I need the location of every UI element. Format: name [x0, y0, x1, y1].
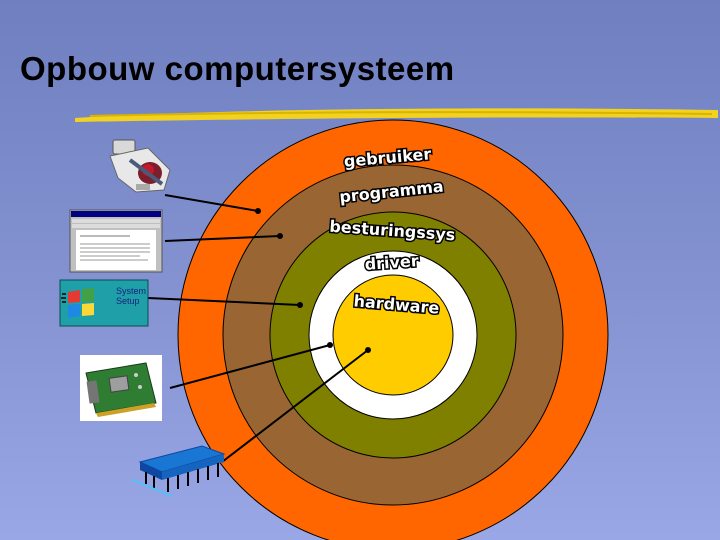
connector-program	[164, 233, 283, 242]
label-driver: driver	[364, 251, 419, 274]
connector-os	[147, 297, 303, 308]
page-title: Opbouw computersysteem	[20, 50, 455, 87]
ring-hardware	[332, 274, 454, 396]
setup-text-line1: System	[116, 286, 146, 296]
title-underline	[75, 108, 718, 122]
program-window-icon	[69, 209, 163, 273]
windows-setup-icon: System Setup	[59, 279, 149, 327]
connector-driver	[169, 342, 333, 389]
connector-hardware	[221, 347, 371, 463]
setup-text-line2: Setup	[116, 296, 140, 306]
expansion-card-icon	[80, 355, 162, 421]
connector-user	[164, 194, 261, 214]
memory-chip-icon	[131, 445, 226, 497]
user-icon	[109, 139, 171, 193]
